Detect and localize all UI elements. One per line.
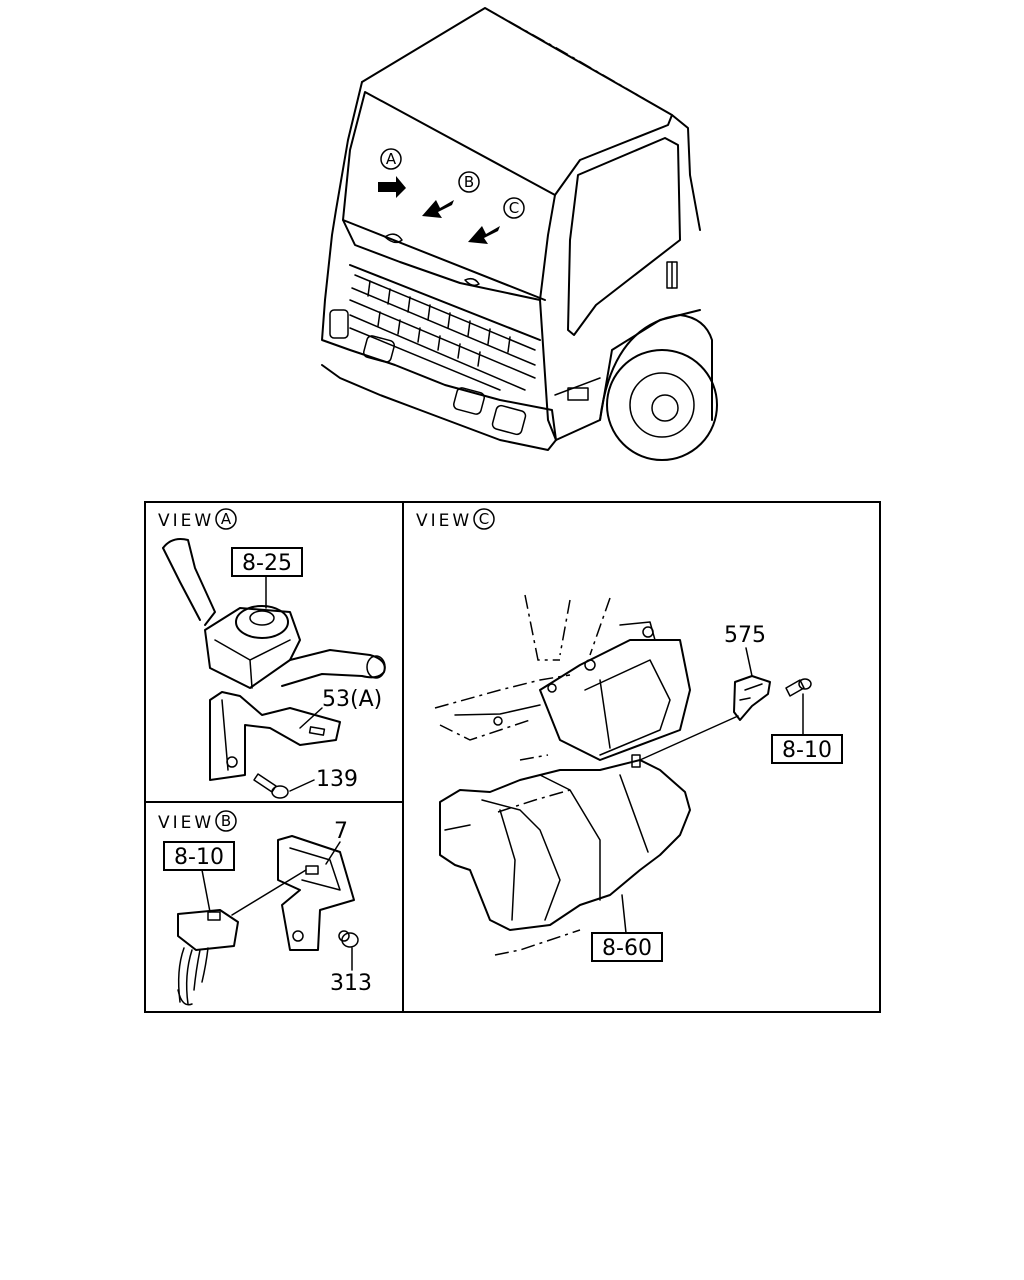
part-8-10-label-b: 8-10	[174, 845, 224, 870]
view-b-panel: VIEW B 8-10 7	[158, 810, 372, 1006]
view-c-title: VIEW	[416, 511, 472, 531]
bracket-53a-drawing	[209, 691, 341, 781]
part-8-60-label: 8-60	[602, 936, 652, 961]
bolt-139-drawing	[253, 773, 289, 799]
view-c-circle-label: C	[479, 510, 489, 528]
truck-cab-illustration: A B C	[321, 7, 718, 461]
bracket-7-drawing	[277, 835, 355, 951]
part-8-10-box-c	[771, 734, 843, 764]
view-b-title: VIEW	[158, 813, 214, 833]
screw-drawing	[785, 678, 812, 697]
heater-unit-drawing	[439, 754, 691, 931]
nut-313-drawing	[338, 930, 359, 948]
part-139-label: 139	[316, 767, 358, 792]
part-7-label: 7	[334, 819, 348, 844]
arrow-b-pointer: B	[422, 171, 480, 218]
view-a-circle-label: A	[221, 510, 232, 528]
ecu-module-drawing	[454, 621, 691, 761]
arrow-c-label: C	[509, 199, 519, 217]
combination-switch-drawing	[162, 538, 386, 689]
view-a-panel: VIEW A 8-25 53(A)	[158, 508, 386, 799]
part-8-10-label-c: 8-10	[782, 738, 832, 763]
view-c-panel: VIEW C	[416, 508, 843, 962]
part-8-25-box	[231, 547, 303, 577]
clip-575-drawing	[733, 675, 771, 721]
arrow-a-label: A	[386, 150, 397, 168]
part-8-25-label: 8-25	[242, 551, 292, 576]
part-53a-label: 53(A)	[322, 687, 382, 712]
arrow-c-pointer: C	[468, 197, 525, 244]
arrow-b-label: B	[464, 173, 474, 191]
part-8-10-box-b	[163, 841, 235, 871]
part-313-label: 313	[330, 971, 372, 996]
connector-drawing	[177, 909, 239, 1006]
part-8-60-box	[591, 932, 663, 962]
view-a-title: VIEW	[158, 511, 214, 531]
dashboard-outline-drawing	[434, 594, 611, 956]
arrow-a-pointer: A	[378, 148, 406, 198]
views-frame	[144, 501, 881, 1013]
part-575-label: 575	[724, 623, 766, 648]
view-b-circle-label: B	[221, 812, 231, 830]
